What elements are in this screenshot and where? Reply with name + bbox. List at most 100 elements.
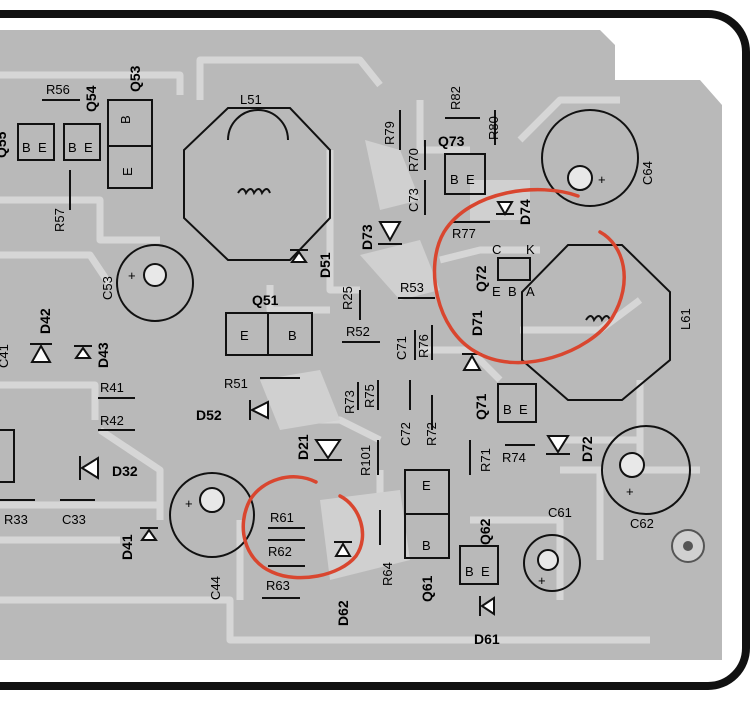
label-d43: D43 [95, 342, 111, 368]
label-c71: C71 [394, 336, 409, 360]
label-d61: D61 [474, 631, 500, 647]
svg-text:E: E [466, 172, 475, 187]
transistor-q53: B E Q53 [107, 65, 153, 189]
label-r80: R80 [486, 116, 501, 140]
label-c53: C53 [100, 276, 115, 300]
label-c72: C72 [398, 422, 413, 446]
diode-d42 [30, 343, 52, 363]
label-r71: R71 [478, 448, 493, 472]
svg-text:E: E [120, 167, 135, 176]
label-r75: R75 [362, 384, 377, 408]
label-r57: R57 [52, 208, 67, 232]
label-r61: R61 [270, 510, 294, 525]
transistor-q72: C K E B A Q72 [473, 242, 535, 299]
transistor-q55: B E Q55 [0, 123, 55, 161]
svg-text:B: B [465, 564, 474, 579]
diode-d74 [496, 201, 514, 216]
resistors [0, 99, 535, 599]
svg-text:B: B [118, 115, 133, 124]
label-d71: D71 [469, 310, 485, 336]
label-q55: Q55 [0, 131, 9, 158]
label-d72: D72 [579, 436, 595, 462]
inductor-l61: L61 [521, 244, 693, 401]
label-d52: D52 [196, 407, 222, 423]
label-r63: R63 [266, 578, 290, 593]
label-c61: C61 [548, 505, 572, 520]
label-r64: R64 [380, 562, 395, 586]
svg-text:B: B [508, 284, 517, 299]
svg-text:E: E [240, 328, 249, 343]
label-r79: R79 [382, 121, 397, 145]
label-r101: R101 [358, 445, 373, 476]
copper-pours [260, 140, 530, 580]
svg-text:E: E [84, 140, 93, 155]
label-r82: R82 [448, 86, 463, 110]
transistor-q51: E B Q51 [225, 292, 313, 356]
capacitor-c64: + C64 [541, 109, 655, 207]
inductor-l51: L51 [183, 92, 331, 261]
label-d42: D42 [37, 308, 53, 334]
diode-d41 [140, 527, 158, 541]
label-q61: Q61 [419, 575, 435, 602]
svg-text:B: B [503, 402, 512, 417]
diode-d21 [314, 439, 342, 461]
diode-d73 [378, 221, 402, 245]
label-d51: D51 [317, 252, 333, 278]
capacitor-c61: + C61 [523, 505, 581, 592]
label-l51: L51 [240, 92, 262, 107]
svg-text:K: K [526, 242, 535, 257]
label-r76: R76 [416, 334, 431, 358]
svg-text:B: B [422, 538, 431, 553]
transistor-q73: B E Q73 [438, 133, 486, 195]
diode-d72 [546, 435, 570, 455]
board-substrate [0, 30, 722, 660]
label-c64: C64 [640, 161, 655, 185]
label-r73: R73 [342, 390, 357, 414]
label-c62: C62 [630, 516, 654, 531]
label-r77: R77 [452, 226, 476, 241]
label-r53: R53 [400, 280, 424, 295]
svg-text:B: B [288, 328, 297, 343]
label-r25: R25 [340, 286, 355, 310]
capacitor-c44: + C44 [169, 472, 255, 600]
label-q54: Q54 [83, 85, 99, 112]
label-r62: R62 [268, 544, 292, 559]
label-r52: R52 [346, 324, 370, 339]
label-q53: Q53 [127, 65, 143, 92]
svg-text:+: + [626, 484, 634, 499]
svg-text:A: A [526, 284, 535, 299]
mounting-hole [671, 529, 705, 563]
transistor-q71: B E Q71 [473, 383, 537, 423]
label-r41: R41 [100, 380, 124, 395]
svg-text:E: E [481, 564, 490, 579]
diode-d32 [79, 456, 99, 480]
svg-text:B: B [68, 140, 77, 155]
transistor-q54: B E Q54 [63, 85, 101, 161]
label-q71: Q71 [473, 393, 489, 420]
label-r74: R74 [502, 450, 526, 465]
label-d41: D41 [119, 534, 135, 560]
capacitor-c62: + C62 [601, 425, 691, 531]
svg-text:E: E [519, 402, 528, 417]
highlight-circle-q72 [432, 187, 626, 365]
component-labels: R56 R57 R82 R79 R80 R70 C73 D73 D74 R77 … [0, 82, 595, 647]
label-c33: C33 [62, 512, 86, 527]
svg-text:+: + [538, 573, 546, 588]
label-c41: C41 [0, 344, 11, 368]
label-r56: R56 [46, 82, 70, 97]
svg-text:E: E [422, 478, 431, 493]
svg-text:B: B [22, 140, 31, 155]
label-r72: R72 [424, 422, 439, 446]
diode-d62 [334, 541, 352, 557]
svg-text:E: E [38, 140, 47, 155]
svg-text:+: + [185, 496, 193, 511]
label-q73: Q73 [438, 133, 465, 149]
label-r70: R70 [406, 148, 421, 172]
capacitor-c53: + C53 [100, 244, 194, 322]
label-d73: D73 [359, 224, 375, 250]
svg-text:+: + [128, 268, 136, 283]
label-c73: C73 [406, 188, 421, 212]
label-d32: D32 [112, 463, 138, 479]
highlight-circle-r61-r62 [241, 475, 365, 580]
